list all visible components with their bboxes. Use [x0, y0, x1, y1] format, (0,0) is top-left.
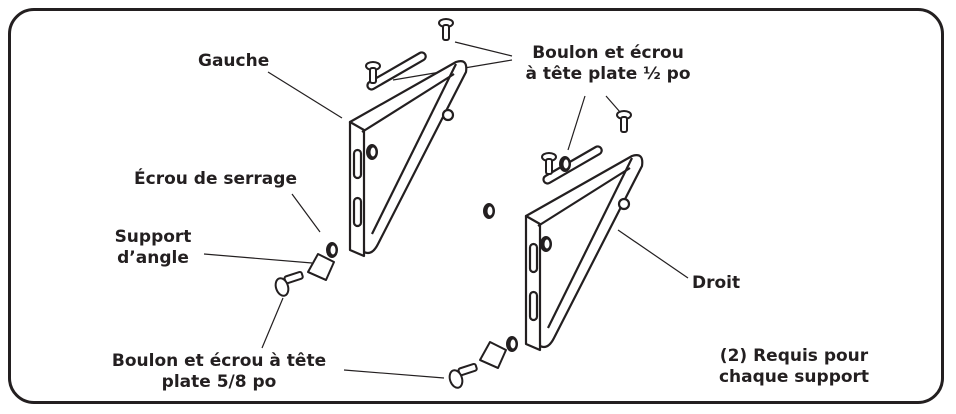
label-droit: Droit	[692, 273, 741, 293]
diagram-frame	[8, 8, 944, 404]
flat-head-bolt-58-right	[448, 362, 478, 389]
label-ecrou: Écrou de serrage	[134, 169, 297, 189]
corner-support-left	[307, 253, 335, 281]
label-requis-1: (2) Requis pour	[719, 346, 869, 366]
label-boulon-58-2: plate 5/8 po	[161, 372, 277, 392]
label-boulon-half-2: à tête plate ½ po	[525, 64, 691, 84]
label-boulon-half-1: Boulon et écrou	[532, 43, 684, 63]
bracket-right	[524, 145, 644, 352]
corner-support-right	[479, 341, 507, 369]
label-support-2: d’angle	[117, 248, 189, 268]
label-support-1: Support	[114, 227, 192, 247]
leader-lines	[203, 41, 689, 379]
label-gauche: Gauche	[198, 51, 270, 71]
flat-head-bolt-top	[438, 18, 454, 41]
label-boulon-58-1: Boulon et écrou à tête	[111, 351, 327, 371]
flat-head-bolt-right2	[616, 110, 632, 133]
bracket-left	[348, 51, 468, 258]
flat-head-bolt-58-left	[274, 270, 304, 297]
label-requis-2: chaque support	[718, 367, 870, 387]
